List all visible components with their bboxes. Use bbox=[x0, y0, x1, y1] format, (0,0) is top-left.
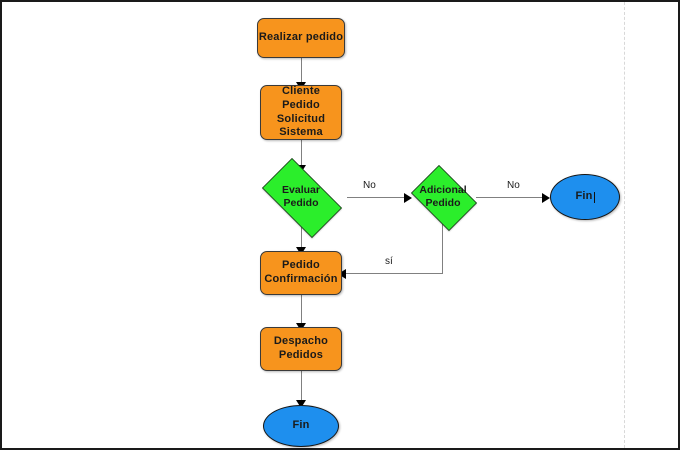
connector-si-to-confirmacion bbox=[346, 273, 443, 274]
node-fin-inferior[interactable]: Fin bbox=[263, 405, 339, 447]
edge-label-si: sí bbox=[385, 256, 393, 267]
connector-evaluar-to-adicional bbox=[347, 197, 408, 198]
node-label-despacho-pedidos: Despacho Pedidos bbox=[273, 335, 329, 361]
node-label-adicional-pedido: Adicional Pedido bbox=[419, 183, 467, 209]
connector-evaluar-to-confirmacion bbox=[301, 227, 302, 251]
node-evaluar-pedido[interactable]: Evaluar Pedido bbox=[252, 158, 350, 238]
node-label-fin-inferior: Fin bbox=[292, 419, 310, 432]
arrowhead-confirmacion-side-in bbox=[338, 269, 346, 279]
node-pedido-confirmacion[interactable]: Pedido Confirmación bbox=[260, 251, 342, 295]
connector-adicional-to-fin bbox=[476, 197, 546, 198]
connector-realizar-to-cliente bbox=[301, 58, 302, 85]
node-fin-derecha[interactable]: Fin bbox=[550, 174, 620, 220]
node-label-pedido-confirmacion: Pedido Confirmación bbox=[264, 259, 338, 285]
node-label-cliente-pedido: Cliente Pedido Solicitud Sistema bbox=[276, 85, 326, 139]
node-realizar-pedido[interactable]: Realizar pedido bbox=[257, 18, 345, 58]
node-label-fin-derecha: Fin bbox=[575, 190, 593, 203]
connector-cliente-to-evaluar bbox=[301, 140, 302, 168]
node-label-realizar-pedido: Realizar pedido bbox=[258, 31, 344, 44]
connector-despacho-to-fin bbox=[301, 371, 302, 404]
connector-adicional-down bbox=[442, 222, 443, 274]
node-cliente-pedido[interactable]: Cliente Pedido Solicitud Sistema bbox=[260, 85, 342, 140]
connector-confirmacion-to-despacho bbox=[301, 295, 302, 327]
arrowhead-fin-inferior-in bbox=[296, 400, 306, 408]
text-caret bbox=[593, 191, 595, 203]
arrowhead-fin-derecha-in bbox=[542, 193, 550, 203]
page-boundary-guide bbox=[624, 2, 625, 448]
node-adicional-pedido[interactable]: Adicional Pedido bbox=[406, 165, 480, 231]
arrowhead-adicional-in bbox=[404, 193, 412, 203]
edge-label-no-1: No bbox=[363, 180, 376, 191]
edge-label-no-2: No bbox=[507, 180, 520, 191]
node-label-evaluar-pedido: Evaluar Pedido bbox=[282, 183, 320, 209]
node-despacho-pedidos[interactable]: Despacho Pedidos bbox=[260, 327, 342, 371]
